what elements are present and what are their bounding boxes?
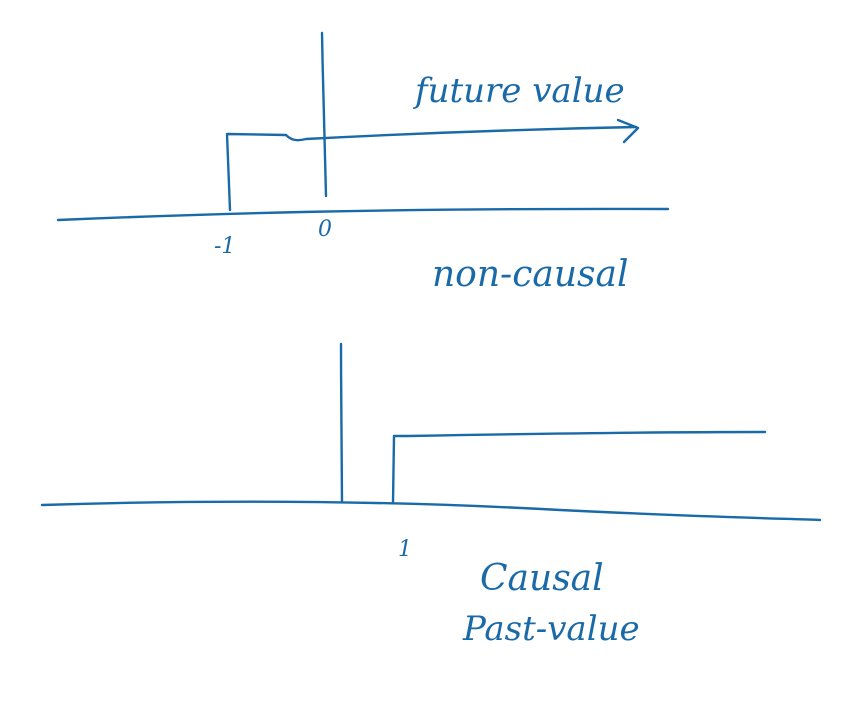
tick-label-neg-one: -1 xyxy=(214,234,235,259)
top-caption: non-causal xyxy=(432,254,628,295)
arrow-head-icon xyxy=(616,118,640,144)
bottom-step-signal xyxy=(391,430,767,505)
bottom-horizontal-axis xyxy=(40,500,822,522)
tick-label-one: 1 xyxy=(398,537,412,562)
bottom-diagram: 1 Causal Past-value xyxy=(40,342,822,649)
top-annotation: future value xyxy=(412,71,625,111)
top-step-signal xyxy=(225,125,638,212)
bottom-caption: Causal xyxy=(480,558,604,599)
top-diagram: future value -1 0 non-causal xyxy=(56,31,670,295)
bottom-vertical-axis xyxy=(339,342,344,504)
top-vertical-axis xyxy=(320,31,328,198)
tick-label-zero: 0 xyxy=(318,217,332,242)
bottom-annotation: Past-value xyxy=(462,609,640,649)
top-horizontal-axis xyxy=(56,207,670,222)
